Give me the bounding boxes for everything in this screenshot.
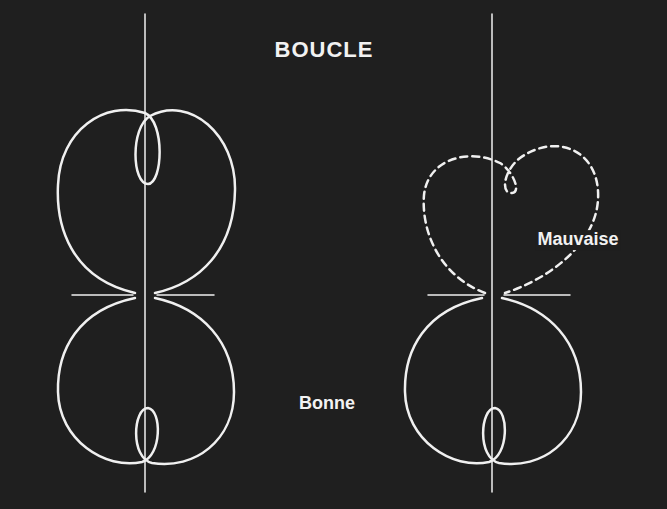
tick-line — [428, 294, 484, 296]
title: BOUCLE — [275, 38, 374, 62]
figure-label: Bonne — [299, 394, 355, 414]
tick-line — [72, 294, 133, 296]
dashed-upper-lobe — [424, 146, 598, 293]
bad-loop-figure — [405, 14, 598, 492]
figure-label: Mauvaise — [535, 230, 620, 250]
axis-line — [144, 14, 146, 492]
axis-line — [491, 14, 493, 492]
tick-line — [504, 294, 570, 296]
lower-lobe — [405, 298, 581, 464]
upper-lobe — [58, 110, 235, 293]
good-loop-figure — [58, 14, 235, 492]
tick-line — [157, 294, 214, 296]
lower-lobe — [58, 298, 234, 464]
